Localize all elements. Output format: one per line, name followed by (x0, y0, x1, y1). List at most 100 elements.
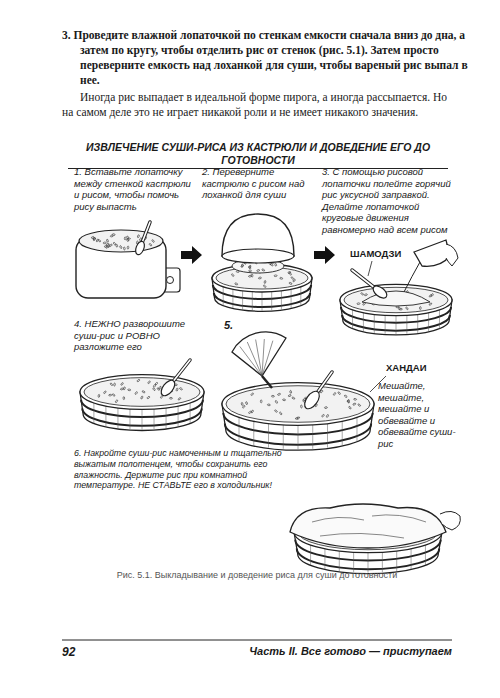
fan (232, 332, 286, 376)
footer-rule (62, 640, 452, 641)
rice-grain (291, 276, 294, 279)
tub-stave (374, 314, 375, 333)
rice-grain (420, 307, 422, 310)
rice-grain (98, 394, 100, 397)
rice-grain (106, 239, 108, 242)
tub-stave (271, 292, 272, 311)
tub-stave (406, 315, 407, 333)
rice-grain (176, 388, 178, 391)
hand (446, 244, 458, 266)
step-note: 3. С помощью рисовой лопаточки полейте г… (322, 166, 454, 235)
fan-rib (256, 340, 262, 376)
rice-grain (242, 405, 245, 408)
tub-stave (363, 313, 364, 332)
rice-grain (127, 238, 130, 241)
tub-stave (93, 402, 94, 423)
rice-grain (399, 308, 402, 310)
rice-grain (251, 393, 254, 396)
tub-stave (353, 552, 354, 572)
rice-grain (262, 269, 265, 272)
tub-stave (298, 425, 299, 449)
body-text: 3. Проведите влажной лопаточкой по стенк… (62, 28, 475, 88)
rice-grain (120, 382, 123, 385)
tub-stave (105, 406, 106, 427)
pot-rim (222, 249, 294, 263)
tub-stave (327, 424, 328, 448)
rice-grain (124, 237, 126, 240)
rice-grain (405, 307, 408, 310)
rice-grain (110, 235, 113, 237)
rice-grain (112, 393, 115, 396)
tub-stave (425, 544, 426, 565)
rice-grain (275, 263, 277, 266)
tub-stave (396, 551, 397, 571)
rice-grain (241, 264, 244, 267)
tub-stave (428, 313, 429, 332)
fan-rib (262, 341, 273, 376)
tub-rim (340, 284, 452, 315)
tub-stave (252, 292, 253, 311)
tub-inside (216, 267, 308, 289)
tub-stave (300, 286, 301, 305)
rice-grain (429, 303, 432, 306)
rice-grain (279, 412, 282, 415)
hand (440, 511, 460, 530)
tub-stave (411, 549, 412, 569)
tub-stave (352, 309, 353, 328)
rice-grain (289, 272, 292, 275)
rice-grain (277, 393, 280, 396)
tub-stave (385, 315, 386, 333)
cooker-knob (167, 277, 174, 284)
tub-stave (310, 544, 311, 565)
rice-grain (104, 245, 107, 247)
rice-paddle (159, 360, 190, 398)
rice-grain (103, 391, 106, 394)
tub-stave (178, 406, 179, 427)
rice-grain (358, 404, 361, 407)
body-text: Иногда рис выпадает в идеальной форме пи… (62, 90, 457, 120)
step-note: 6. Накройте суши-рис намоченным и тщател… (74, 448, 286, 491)
towel-fold (312, 517, 364, 522)
fan-rib (247, 342, 262, 376)
rice-grain (235, 283, 238, 286)
rice-grain (249, 270, 252, 272)
tub-stave (223, 286, 224, 305)
tub-stave (242, 291, 243, 310)
rice-grain (137, 235, 140, 238)
rice-grain (169, 397, 172, 399)
tub-stave (396, 316, 397, 334)
fan-handle (262, 376, 272, 388)
tub-stave (339, 551, 340, 571)
rice-grain (292, 397, 295, 400)
rice-grain (357, 303, 360, 305)
running-footer: 92 (62, 645, 75, 659)
rice-grain (114, 383, 116, 386)
tub-stave (190, 402, 191, 423)
tub-stave (281, 291, 282, 310)
rice-grain (249, 266, 251, 269)
rice-grain (274, 275, 277, 277)
rice-grain (153, 388, 156, 391)
rice-grain (93, 238, 96, 241)
rice-grain (361, 292, 364, 295)
hangiri-tub (340, 284, 452, 335)
rice-grain (152, 239, 155, 242)
rice-grain (321, 414, 324, 417)
rice-grain (288, 394, 291, 397)
rice-grain (264, 280, 266, 283)
rice-grain (257, 269, 260, 272)
tub-stave (439, 309, 440, 328)
rice-grain (248, 275, 251, 277)
rice-paddle (134, 222, 150, 256)
tub-stave (356, 417, 357, 442)
damp-towel (290, 504, 446, 548)
rice-grain (141, 396, 144, 399)
rice-grain (282, 399, 285, 401)
rice-cooker (76, 230, 180, 298)
rice-grain (142, 390, 145, 393)
rice-grain (353, 403, 356, 406)
rice-grain (178, 397, 181, 400)
step-note: 2. Переверните кастрюлю с рисом над лоха… (202, 166, 314, 201)
tub-inside (226, 386, 370, 423)
step-note: 5. (224, 320, 233, 332)
